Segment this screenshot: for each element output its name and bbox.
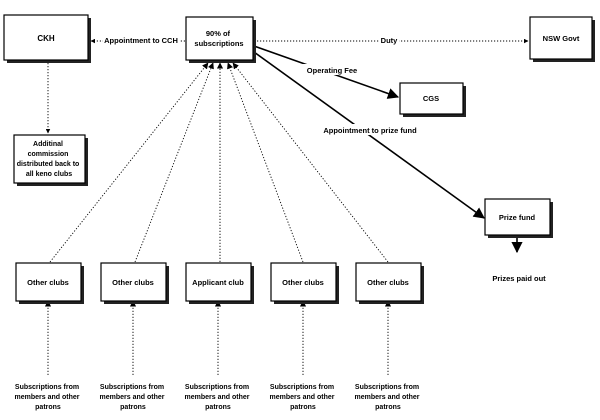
club-4-label: Other clubs xyxy=(282,278,324,287)
source-3-line-3: patrons xyxy=(205,404,231,411)
source-3-line-1: Subscriptions from xyxy=(185,384,249,391)
commission-line-4: all keno clubs xyxy=(26,171,72,178)
box-club-1: Other clubs xyxy=(15,262,84,304)
club-1-label: Other clubs xyxy=(27,278,69,287)
svg-text:90% of subscriptions: 90% of subscriptions xyxy=(194,29,243,48)
source-1-line-2: members and other xyxy=(15,394,80,401)
edge-label-duty: Duty xyxy=(381,36,398,45)
edge-club5-to-subs xyxy=(232,62,389,263)
source-2-line-1: Subscriptions from xyxy=(100,384,164,391)
commission-line-3: distributed back to xyxy=(17,161,80,168)
box-club-4: Other clubs xyxy=(270,262,339,304)
club-5-label: Other clubs xyxy=(367,278,409,287)
source-4-line-2: members and other xyxy=(270,394,335,401)
prizes-paid-out: Prizes paid out xyxy=(492,274,546,283)
edge-club1-to-subs xyxy=(49,62,209,263)
svg-text:Subscriptions from members: Subscriptions from members and other pat… xyxy=(100,384,167,411)
source-5-line-3: patrons xyxy=(375,404,401,411)
club-2-label: Other clubs xyxy=(112,278,154,287)
edge-club2-to-subs xyxy=(134,62,214,263)
source-2-line-3: patrons xyxy=(120,404,146,411)
box-club-3: Applicant club xyxy=(185,262,254,304)
ckh-label: CKH xyxy=(37,34,55,43)
svg-text:Subscriptions from members: Subscriptions from members and other pat… xyxy=(355,384,422,411)
source-3-line-2: members and other xyxy=(185,394,250,401)
source-5-line-1: Subscriptions from xyxy=(355,384,419,391)
edge-label-prize: Appointment to prize fund xyxy=(323,126,417,135)
nsw-govt-label: NSW Govt xyxy=(543,34,580,43)
svg-text:Subscriptions from members: Subscriptions from members and other pat… xyxy=(185,384,252,411)
edge-club4-to-subs xyxy=(227,62,304,263)
source-4-line-1: Subscriptions from xyxy=(270,384,334,391)
svg-text:Subscriptions from members: Subscriptions from members and other pat… xyxy=(15,384,82,411)
source-5-line-2: members and other xyxy=(355,394,420,401)
box-club-5: Other clubs xyxy=(355,262,424,304)
box-club-2: Other clubs xyxy=(100,262,169,304)
cgs-label: CGS xyxy=(423,94,439,103)
edge-label-to-ckh: Appointment to CCH xyxy=(104,36,178,45)
box-commission: Additinal commission distributed back to… xyxy=(13,134,88,186)
source-1-line-1: Subscriptions from xyxy=(15,384,79,391)
box-subscriptions: 90% of subscriptions xyxy=(185,16,256,63)
commission-line-2: commission xyxy=(28,151,69,158)
box-nsw-govt: NSW Govt xyxy=(529,16,595,62)
source-2-line-2: members and other xyxy=(100,394,165,401)
club-3-label: Applicant club xyxy=(192,278,244,287)
subs-line-1: 90% of xyxy=(206,29,231,38)
source-1-line-3: patrons xyxy=(35,404,61,411)
source-4-line-3: patrons xyxy=(290,404,316,411)
svg-text:Subscriptions from members: Subscriptions from members and other pat… xyxy=(270,384,337,411)
box-cgs: CGS xyxy=(399,82,466,117)
box-prize-fund: Prize fund xyxy=(484,198,553,238)
box-ckh: CKH xyxy=(3,14,91,63)
prize-fund-label: Prize fund xyxy=(499,213,536,222)
edge-label-fee: Operating Fee xyxy=(307,66,357,75)
svg-text:Additinal commission: Additinal commission distributed back to… xyxy=(17,141,82,178)
subs-line-2: subscriptions xyxy=(194,39,243,48)
commission-line-1: Additinal xyxy=(33,141,63,148)
